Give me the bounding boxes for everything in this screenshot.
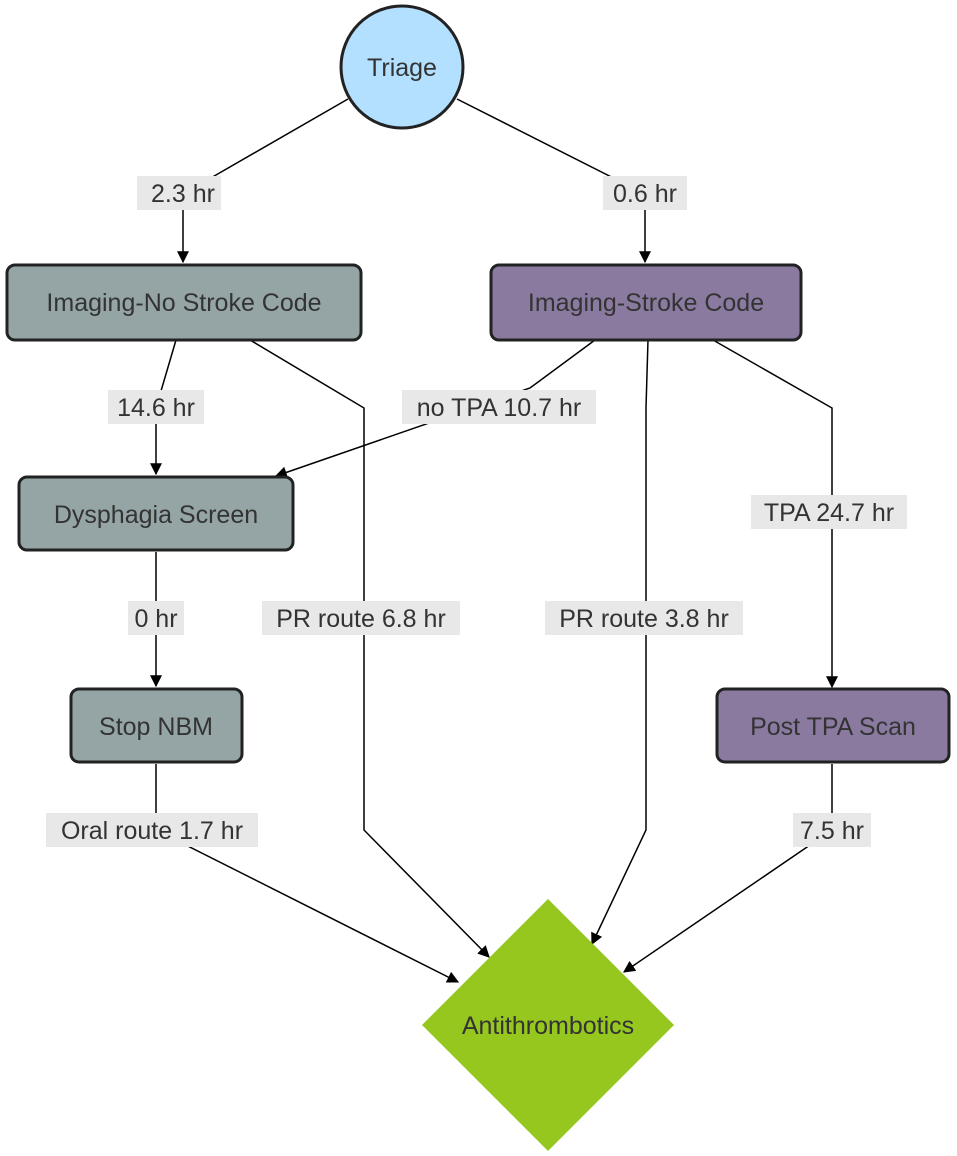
imaging-stroke-label: Imaging-Stroke Code bbox=[528, 289, 764, 317]
stop-nbm-box bbox=[69, 687, 244, 764]
edge-stop-nbm-to-antithrombotics bbox=[155, 764, 460, 983]
edge-label-stroke-to-dysphagia: no TPA 10.7 hr bbox=[417, 394, 581, 422]
edge-label-dysphagia-to-stop-nbm: 0 hr bbox=[134, 605, 177, 633]
edge-stroke-to-dysphagia bbox=[274, 339, 596, 479]
node-stop-nbm: Stop NBM bbox=[69, 687, 244, 764]
triage-circle bbox=[339, 4, 465, 130]
post-tpa-scan-box bbox=[715, 687, 951, 764]
dysphagia-screen-box bbox=[17, 475, 295, 552]
imaging-stroke-box bbox=[489, 263, 803, 342]
antithrombotics-diamond bbox=[422, 899, 674, 1151]
imaging-no-stroke-label: Imaging-No Stroke Code bbox=[46, 289, 321, 317]
edge-label-stop-nbm-to-antithrombotics: Oral route 1.7 hr bbox=[61, 817, 243, 845]
edge-label-post-tpa-to-antithrombotics: 7.5 hr bbox=[800, 817, 864, 845]
edge-label-no-stroke-to-antithrombotics: PR route 6.8 hr bbox=[276, 605, 446, 633]
edge-label-triage-to-stroke: 0.6 hr bbox=[613, 180, 677, 208]
node-triage: Triage bbox=[339, 4, 465, 130]
stop-nbm-label: Stop NBM bbox=[99, 713, 213, 741]
node-antithrombotics: Antithrombotics bbox=[422, 899, 674, 1151]
edge-labels: 2.3 hr 0.6 hr 14.6 hr no TPA 10.7 hr TPA… bbox=[46, 176, 907, 847]
edge-stroke-to-post-tpa bbox=[712, 339, 838, 689]
imaging-no-stroke-box bbox=[5, 263, 363, 342]
edge-label-stroke-to-post-tpa: TPA 24.7 hr bbox=[764, 499, 894, 527]
triage-label: Triage bbox=[367, 54, 437, 82]
node-imaging-stroke: Imaging-Stroke Code bbox=[489, 263, 803, 342]
edge-stroke-to-antithrombotics bbox=[591, 339, 649, 946]
edge-label-no-stroke-to-dysphagia: 14.6 hr bbox=[117, 394, 195, 422]
dysphagia-screen-label: Dysphagia Screen bbox=[54, 501, 258, 529]
edge-post-tpa-to-antithrombotics bbox=[623, 764, 833, 973]
node-imaging-no-stroke: Imaging-No Stroke Code bbox=[5, 263, 363, 342]
edge-no-stroke-to-antithrombotics bbox=[249, 339, 490, 958]
edge-label-stroke-to-antithrombotics: PR route 3.8 hr bbox=[559, 605, 729, 633]
post-tpa-scan-label: Post TPA Scan bbox=[750, 713, 916, 741]
node-dysphagia-screen: Dysphagia Screen bbox=[17, 475, 295, 552]
edge-label-triage-to-no-stroke: 2.3 hr bbox=[151, 180, 215, 208]
node-post-tpa-scan: Post TPA Scan bbox=[715, 687, 951, 764]
antithrombotics-label: Antithrombotics bbox=[462, 1012, 634, 1040]
